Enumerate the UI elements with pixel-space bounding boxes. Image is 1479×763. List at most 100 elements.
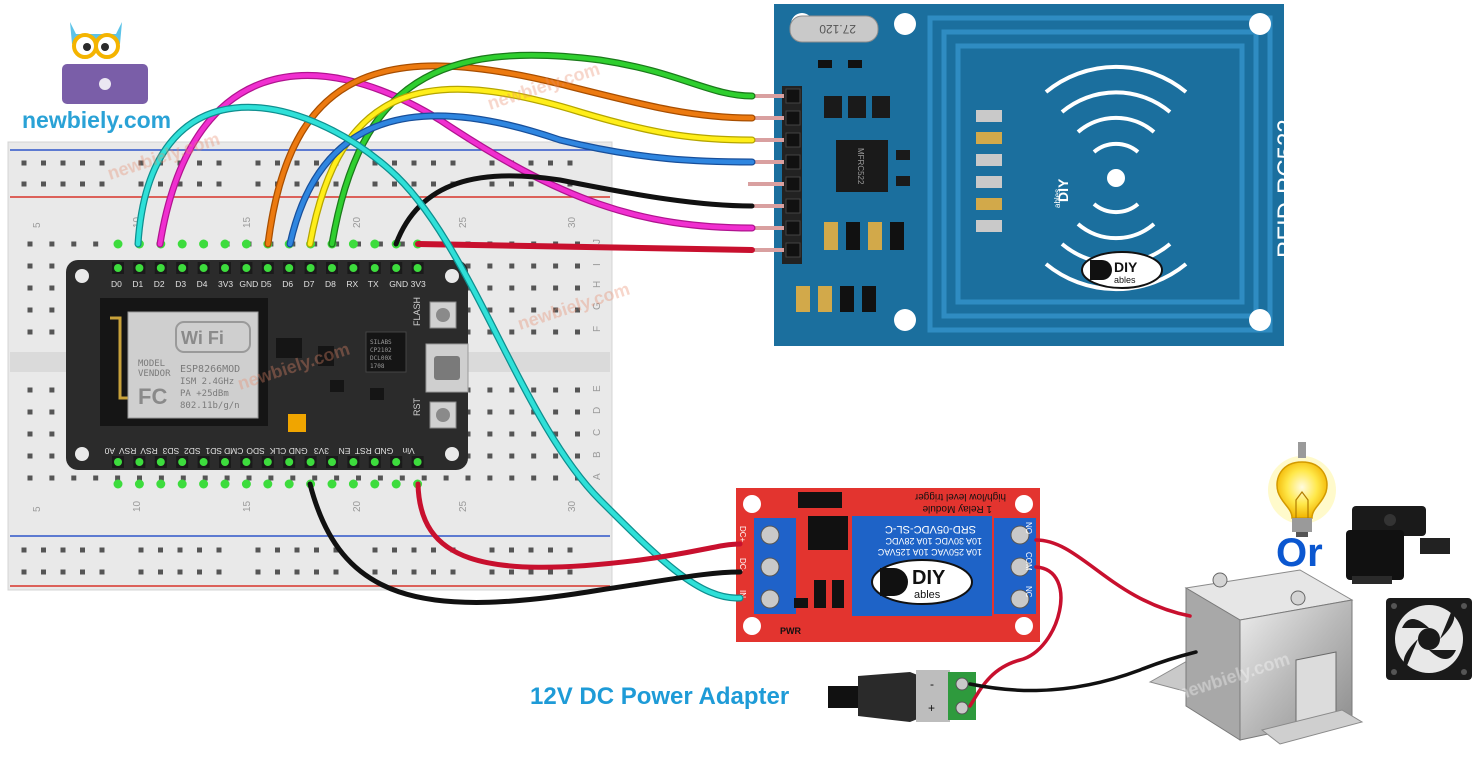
esp-bottom-pin-label: SD3: [162, 446, 179, 456]
esp-module-label: VENDOR: [138, 369, 171, 379]
rfid-title: RFID-RC522: [1273, 119, 1300, 258]
esp-pin-pad: [114, 458, 122, 466]
esp-pin-pad: [392, 458, 401, 466]
rst-label: RST: [412, 397, 422, 416]
bb-pin-marker: [284, 479, 294, 489]
breadboard-hole: [531, 387, 537, 393]
rail-hole: [450, 569, 456, 575]
relay-output-label: NO: [1024, 522, 1033, 534]
breadboard-hole: [531, 431, 537, 437]
breadboard-hole: [399, 241, 405, 247]
wire-red-lock: [1034, 538, 1192, 618]
breadboard-hole: [509, 263, 515, 269]
rail-hole: [548, 569, 553, 575]
esp-top-pin-label: D4: [197, 279, 208, 289]
esp-bottom-pin-label: EN: [339, 446, 351, 456]
esp-pin-pad: [178, 264, 187, 272]
breadboard-hole: [27, 263, 33, 269]
rfid-pin-housing: [785, 88, 801, 104]
rail-hole: [216, 569, 222, 575]
breadboard-hole: [465, 475, 471, 481]
breadboard-hole: [290, 475, 296, 481]
rail-hole: [489, 160, 495, 166]
esp-pin-pad: [199, 458, 208, 466]
bb-pin-marker: [113, 479, 123, 489]
rail-hole: [21, 569, 27, 575]
breadboard-hole: [399, 475, 405, 481]
rail-hole: [489, 547, 495, 553]
breadboard-hole: [27, 453, 33, 459]
rail-hole: [567, 569, 573, 575]
relay-input-label: DC+: [738, 526, 747, 543]
row-letter: C: [592, 429, 603, 436]
rail-hole: [333, 547, 339, 553]
wire-green-core: [329, 53, 755, 247]
rail-hole: [41, 569, 46, 575]
rail-hole: [372, 569, 378, 575]
breadboard-hole: [509, 387, 515, 393]
rail-hole: [528, 160, 534, 166]
wifi-logo: Wi Fi: [181, 328, 224, 348]
flash-label: FLASH: [412, 297, 422, 326]
wire-red-relay: [415, 481, 743, 570]
breadboard-hole: [49, 263, 55, 269]
breadboard-hole: [334, 241, 340, 247]
esp8266-nodemcu: Wi Fi MODEL VENDOR FC ESP8266MOD ISM 2.4…: [66, 239, 469, 489]
breadboard-hole: [575, 307, 580, 313]
esp-top-pin-label: D3: [175, 279, 186, 289]
rail-hole: [411, 547, 417, 553]
usb-chip-label: CP2102: [370, 347, 392, 354]
breadboard-hole: [553, 453, 559, 459]
rail-hole: [99, 547, 105, 553]
rfid-pin-housing: [785, 220, 801, 236]
breadboard-hole: [49, 329, 55, 335]
breadboard-hole: [509, 329, 515, 335]
breadboard-hole: [487, 387, 493, 393]
esp-pin-pad: [349, 458, 358, 466]
rail-hole: [158, 569, 163, 575]
breadboard-hole: [49, 241, 55, 247]
breadboard-hole: [27, 329, 33, 335]
bb-pin-marker: [263, 479, 273, 489]
bb-pin-marker: [391, 479, 401, 489]
relay-module: high/low level trigger 1 Relay Module DC…: [736, 488, 1040, 642]
breadboard-hole: [531, 285, 537, 291]
esp-pin-pad: [135, 458, 144, 466]
rail-hole: [275, 160, 280, 166]
bb-pin-marker: [241, 479, 251, 489]
breadboard-hole: [71, 475, 77, 481]
col-num-top: 5: [32, 222, 43, 228]
relay-body-label: 10A 250VAC 10A 125VAC: [877, 547, 982, 557]
breadboard-hole: [27, 431, 33, 437]
rail-hole: [489, 569, 495, 575]
breadboard-hole: [49, 409, 55, 415]
diyables-logo-small: DIY ables: [1053, 178, 1071, 208]
rfid-pin: [748, 138, 784, 142]
rail-hole: [411, 181, 417, 187]
breadboard-hole: [487, 431, 493, 437]
esp-top-pin-label: D7: [304, 279, 315, 289]
breadboard-hole: [93, 241, 99, 247]
row-letter: J: [592, 239, 603, 244]
rail-hole: [372, 181, 378, 187]
breadboard-hole: [487, 285, 493, 291]
breadboard-hole: [553, 431, 559, 437]
breadboard-hole: [575, 409, 580, 415]
rfid-oval-logo-top: DIY: [1114, 259, 1138, 275]
rail-hole: [392, 181, 397, 187]
row-letter: D: [592, 407, 603, 414]
breadboard-hole: [553, 285, 559, 291]
esp-pin-pad: [392, 264, 401, 272]
esp-top-pin-label: 3V3: [411, 279, 426, 289]
site-name: newbiely.com: [22, 107, 171, 133]
rfid-rc522-module: 27.120 MFRC522: [748, 4, 1300, 346]
esp-pin-pad: [285, 264, 294, 272]
breadboard-hole: [268, 475, 274, 481]
owl-laptop-icon: [62, 22, 148, 104]
col-num-top: 25: [458, 216, 469, 228]
newbiely-logo: newbiely.com: [22, 22, 171, 133]
rfid-pin-header: [748, 88, 801, 258]
rail-hole: [41, 181, 46, 187]
terminal-plus: +: [928, 701, 935, 715]
